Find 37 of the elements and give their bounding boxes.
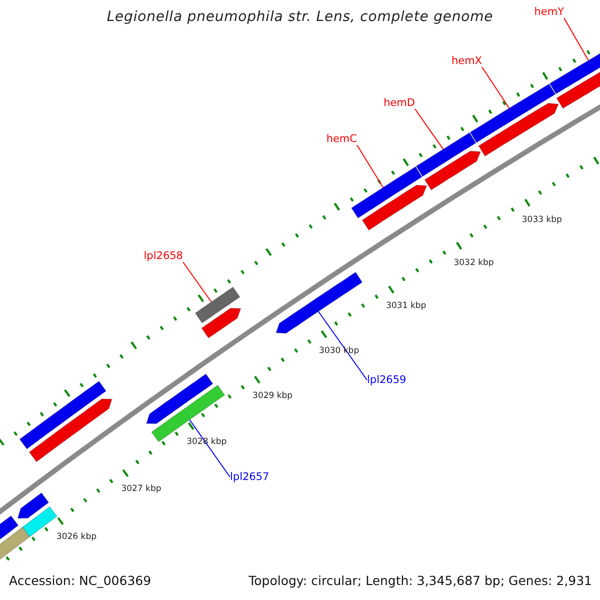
genome-info-text: Topology: circular; Length: 3,345,687 bp; Genes: 2,931 xyxy=(248,573,592,588)
gene-label: hemD xyxy=(384,97,415,109)
gene-feature-bar xyxy=(194,286,240,324)
scale-label: 3031 kbp xyxy=(386,301,426,312)
leader-line xyxy=(182,262,212,302)
leader-line xyxy=(189,419,230,478)
title: Legionella pneumophila str. Lens, complete genome xyxy=(106,9,494,25)
leader-line xyxy=(482,66,510,109)
scale-label: 3029 kbp xyxy=(252,391,293,402)
gene-feature-bar xyxy=(201,308,242,338)
leader-line xyxy=(356,144,384,188)
accession-text: Accession: NC_006369 xyxy=(9,573,152,588)
leader-line xyxy=(414,108,444,150)
gene-label: hemC xyxy=(326,133,357,145)
gene-feature-bar xyxy=(470,84,556,143)
gene-label: hemX xyxy=(451,55,482,67)
gene-label: hemY xyxy=(534,6,564,18)
gene-label: lpl2657 xyxy=(230,471,270,483)
gene-label: lpl2659 xyxy=(367,374,406,386)
gene-feature-bar xyxy=(17,492,50,518)
gene-feature-bar xyxy=(19,380,106,450)
scale-label: 3027 kbp xyxy=(121,484,162,494)
gene-feature-bar xyxy=(351,166,422,218)
gene-feature-bar xyxy=(424,150,481,190)
leader-line xyxy=(564,18,589,61)
gene-label: lpl2658 xyxy=(144,250,183,262)
leader-line xyxy=(318,311,368,380)
gene-feature-bar xyxy=(478,102,559,157)
scale-label: 3032 kbp xyxy=(454,258,494,268)
gene-feature-bar xyxy=(22,506,58,538)
gene-feature-bar xyxy=(416,132,476,177)
scale-label: 3033 kbp xyxy=(522,214,562,225)
gene-feature-bar xyxy=(28,398,112,462)
scale-label: 3026 kbp xyxy=(56,532,96,542)
gene-feature-bar xyxy=(276,272,363,334)
gene-feature-bar xyxy=(146,374,214,424)
gene-feature-bar xyxy=(362,184,428,231)
